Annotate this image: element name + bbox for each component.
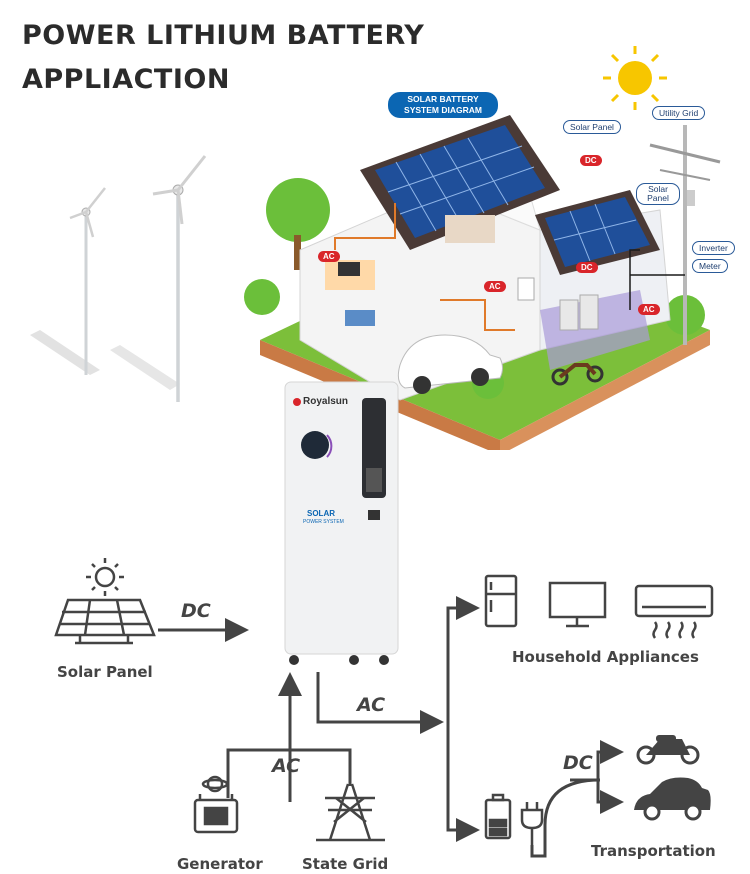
node-label-generator: Generator <box>177 855 263 873</box>
edge-label-output-ac: AC <box>357 694 386 716</box>
display-screen-icon <box>301 431 329 459</box>
sun-icon <box>603 46 667 110</box>
edge-label-solar-dc: DC <box>181 600 211 622</box>
arrow-to-household <box>446 596 480 722</box>
title-line-1: POWER LITHIUM BATTERY <box>22 20 425 51</box>
title-line-2: APPLIACTION <box>22 64 230 95</box>
node-label-transportation: Transportation <box>591 842 716 860</box>
wind-turbines-illustration <box>30 155 207 402</box>
electric-car-icon <box>634 777 711 821</box>
solar-panel-icon <box>54 558 156 645</box>
battery-cabinet <box>284 381 399 665</box>
turbine-shadow-left <box>30 330 100 375</box>
badge-ac-room: AC <box>484 281 506 292</box>
system-diagram-title-line-2: SYSTEM DIAGRAM <box>404 105 482 115</box>
inverter-box <box>517 277 535 301</box>
badge-ac-tv: AC <box>318 251 340 262</box>
tree-left <box>266 178 330 242</box>
node-label-solar-panel: Solar Panel <box>57 663 153 681</box>
arrow-to-car <box>596 780 624 814</box>
wind-turbine-right <box>152 155 207 402</box>
label-inverter: Inverter <box>692 241 735 255</box>
badge-dc-garage: DC <box>576 262 598 273</box>
edge-label-input-ac: AC <box>272 755 301 777</box>
badge-ac-pole: AC <box>638 304 660 315</box>
car-icon <box>397 334 503 394</box>
power-tower-icon <box>316 783 385 842</box>
tv-icon <box>548 581 607 628</box>
arrow-to-transport <box>446 722 480 842</box>
battery-pack-1 <box>559 299 579 331</box>
cabinet-front-sublabel: POWER SYSTEM <box>303 519 344 525</box>
solar-house-diagram <box>244 46 721 450</box>
motorcycle-flow-icon <box>636 735 700 765</box>
node-label-household-appliances: Household Appliances <box>512 648 699 666</box>
arrow-to-motorcycle <box>570 740 624 782</box>
turbine-shadow-right <box>110 345 180 390</box>
arrow-battery-output-ac <box>316 672 444 734</box>
wind-turbine-left <box>69 187 106 375</box>
battery-pack-2 <box>579 294 599 330</box>
generator-icon <box>193 775 239 834</box>
air-conditioner-icon <box>634 584 714 639</box>
motorcycle-icon <box>551 363 604 386</box>
badge-dc-roof: DC <box>580 155 602 166</box>
label-meter: Meter <box>692 259 728 273</box>
label-utility-grid: Utility Grid <box>652 106 706 120</box>
fridge-icon <box>484 574 518 628</box>
node-label-state-grid: State Grid <box>302 855 389 873</box>
utility-pole <box>649 125 721 345</box>
label-solar-panel-top: Solar Panel <box>563 120 621 134</box>
plug-icon <box>520 802 544 845</box>
cabinet-brand-name: Royalsun <box>303 396 349 407</box>
label-solar-panel-side: Solar Panel <box>636 183 680 205</box>
brand-logo-icon <box>293 398 301 406</box>
bedroom-bed <box>445 215 495 243</box>
cabinet-front-label: SOLAR <box>307 509 335 518</box>
battery-icon <box>484 793 512 840</box>
system-diagram-title: SOLAR BATTERY SYSTEM DIAGRAM <box>388 92 498 118</box>
system-diagram-title-line-1: SOLAR BATTERY <box>407 94 479 104</box>
edge-label-transport-dc: DC <box>563 752 593 774</box>
energy-flow-diagram <box>54 558 714 858</box>
